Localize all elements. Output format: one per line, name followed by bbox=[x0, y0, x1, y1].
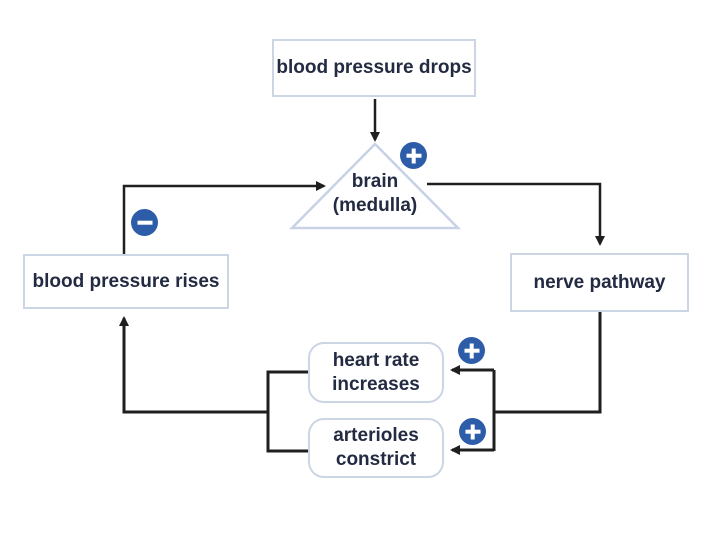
plus-icon bbox=[459, 418, 486, 445]
brain-label-line1: brain bbox=[351, 171, 399, 193]
plus-icon bbox=[458, 337, 485, 364]
node-arterioles-constrict: arterioles constrict bbox=[308, 418, 444, 478]
heart-label-line1: heart rate bbox=[332, 349, 420, 371]
node-label: nerve pathway bbox=[533, 271, 666, 293]
edge-nerve-split bbox=[492, 312, 602, 451]
node-nerve-pathway: nerve pathway bbox=[510, 253, 689, 312]
node-blood-pressure-rises: blood pressure rises bbox=[23, 254, 229, 309]
edge-brain-to-nerve bbox=[427, 182, 605, 246]
node-blood-pressure-drops: blood pressure drops bbox=[272, 39, 476, 97]
node-label: blood pressure rises bbox=[32, 270, 220, 292]
minus-icon bbox=[131, 209, 158, 236]
arterioles-label-line1: arterioles bbox=[333, 425, 419, 447]
edge-rises-to-brain bbox=[122, 181, 326, 254]
edge-effects-merge bbox=[266, 370, 310, 453]
node-heart-rate-increases: heart rate increases bbox=[308, 342, 444, 403]
edge-effects-to-rises bbox=[119, 316, 268, 414]
heart-label-line2: increases bbox=[332, 373, 420, 395]
arterioles-label-line2: constrict bbox=[335, 449, 417, 470]
node-brain-medulla-label: brain (medulla) bbox=[295, 167, 455, 221]
brain-triangle bbox=[289, 142, 461, 230]
plus-icon bbox=[400, 142, 427, 169]
node-label: blood pressure drops bbox=[276, 57, 472, 79]
brain-label-line2: (medulla) bbox=[332, 195, 418, 216]
